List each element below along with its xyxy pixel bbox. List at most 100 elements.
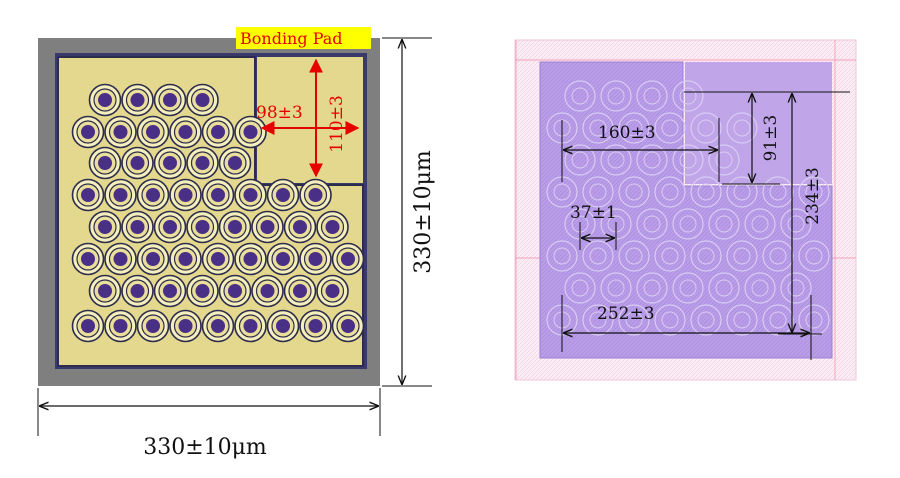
dim-cut-height-label: 91±3: [761, 115, 781, 162]
via-hole: [243, 188, 258, 202]
layout-via-hole: [751, 215, 769, 233]
dim-width-label: 330±10μm: [143, 435, 267, 460]
layout-via-ring: [708, 144, 740, 176]
layout-via-hole: [733, 311, 751, 329]
via-hole: [308, 319, 323, 333]
layout-via-hole: [571, 87, 589, 105]
layout-via-ring: [726, 112, 758, 144]
layout-via-ring: [654, 176, 686, 208]
layout-pad-area: [539, 61, 833, 359]
right-layout-drawing: [514, 39, 857, 381]
layout-via-hole: [553, 183, 571, 201]
layout-via-hole: [733, 247, 751, 265]
via-hole: [211, 319, 225, 333]
layout-via-hole: [589, 183, 607, 201]
layout-via-ring: [726, 240, 758, 272]
hole-array-left: [71, 83, 365, 343]
layout-via-ring: [618, 112, 650, 144]
via-hole: [195, 93, 210, 107]
layout-via-hole: [625, 247, 643, 265]
layout-pad-notch: [685, 62, 832, 184]
via-hole: [81, 188, 95, 202]
via-hole: [163, 156, 177, 170]
via-hole: [98, 93, 112, 107]
via-hole: [228, 156, 242, 170]
layout-via-hole: [607, 279, 625, 297]
dim-pitch-span-label: 160±3: [598, 123, 656, 143]
layout-via-hole: [715, 279, 733, 297]
layout-via-ring: [744, 272, 776, 304]
layout-via-hole: [805, 311, 823, 329]
dim-total-span-label: 252±3: [597, 304, 655, 324]
via-hole: [178, 188, 193, 202]
layout-via-hole: [589, 311, 607, 329]
dim-vertical-cut-label: 110±3: [327, 95, 347, 153]
via-hole: [113, 188, 128, 202]
layout-via-hole: [769, 247, 787, 265]
layout-via-hole: [679, 279, 697, 297]
layout-via-ring: [798, 176, 830, 208]
layout-via-hole: [805, 247, 823, 265]
via-hole: [276, 319, 290, 333]
via-hole: [178, 319, 193, 333]
layout-via-ring: [546, 240, 578, 272]
layout-via-ring: [690, 112, 722, 144]
via-hole: [178, 125, 193, 139]
dim-total-height-label: 234±3: [803, 167, 823, 225]
layout-via-ring: [672, 80, 704, 112]
via-hole: [243, 125, 258, 139]
layout-via-ring: [654, 240, 686, 272]
via-hole: [146, 125, 160, 139]
via-hole: [130, 220, 145, 234]
dim-height-label: 330±10μm: [411, 150, 436, 274]
via-hole: [98, 220, 112, 234]
via-hole: [163, 93, 177, 107]
via-hole: [308, 188, 323, 202]
layout-via-ring: [672, 144, 704, 176]
layout-via-ring: [798, 240, 830, 272]
via-hole: [130, 156, 145, 170]
via-hole: [81, 319, 95, 333]
via-hole: [113, 319, 128, 333]
layout-via-ring: [582, 176, 614, 208]
layout-via-ring: [636, 208, 668, 240]
via-hole: [276, 188, 290, 202]
layout-via-ring: [744, 208, 776, 240]
layout-via-hole: [697, 311, 715, 329]
via-hole: [113, 125, 128, 139]
layout-via-ring: [600, 144, 632, 176]
via-hole: [228, 220, 242, 234]
via-hole: [195, 220, 210, 234]
via-hole: [81, 252, 95, 266]
layout-via-ring: [672, 208, 704, 240]
via-hole: [341, 319, 355, 333]
layout-via-ring: [618, 176, 650, 208]
layout-via-ring: [564, 144, 596, 176]
via-hole: [341, 252, 355, 266]
layout-via-hole: [661, 119, 679, 137]
via-hole: [98, 284, 112, 298]
layout-via-hole: [805, 183, 823, 201]
via-hole: [130, 284, 145, 298]
layout-via-hole: [589, 119, 607, 137]
layout-via-ring: [600, 80, 632, 112]
layout-via-hole: [643, 279, 661, 297]
layout-via-ring: [582, 112, 614, 144]
via-hole: [211, 188, 225, 202]
via-hole: [81, 125, 95, 139]
via-hole: [325, 220, 340, 234]
via-hole: [195, 156, 210, 170]
dim-pitch-label: 37±1: [570, 203, 617, 223]
via-hole: [195, 284, 210, 298]
left-chip-photo: [38, 38, 380, 386]
via-hole: [130, 93, 145, 107]
layout-via-ring: [690, 240, 722, 272]
via-hole: [276, 252, 290, 266]
layout-via-hole: [553, 247, 571, 265]
layout-via-ring: [672, 272, 704, 304]
layout-via-hole: [661, 183, 679, 201]
layout-via-hole: [571, 279, 589, 297]
via-hole: [228, 284, 242, 298]
layout-via-ring: [636, 144, 668, 176]
via-hole: [243, 252, 258, 266]
